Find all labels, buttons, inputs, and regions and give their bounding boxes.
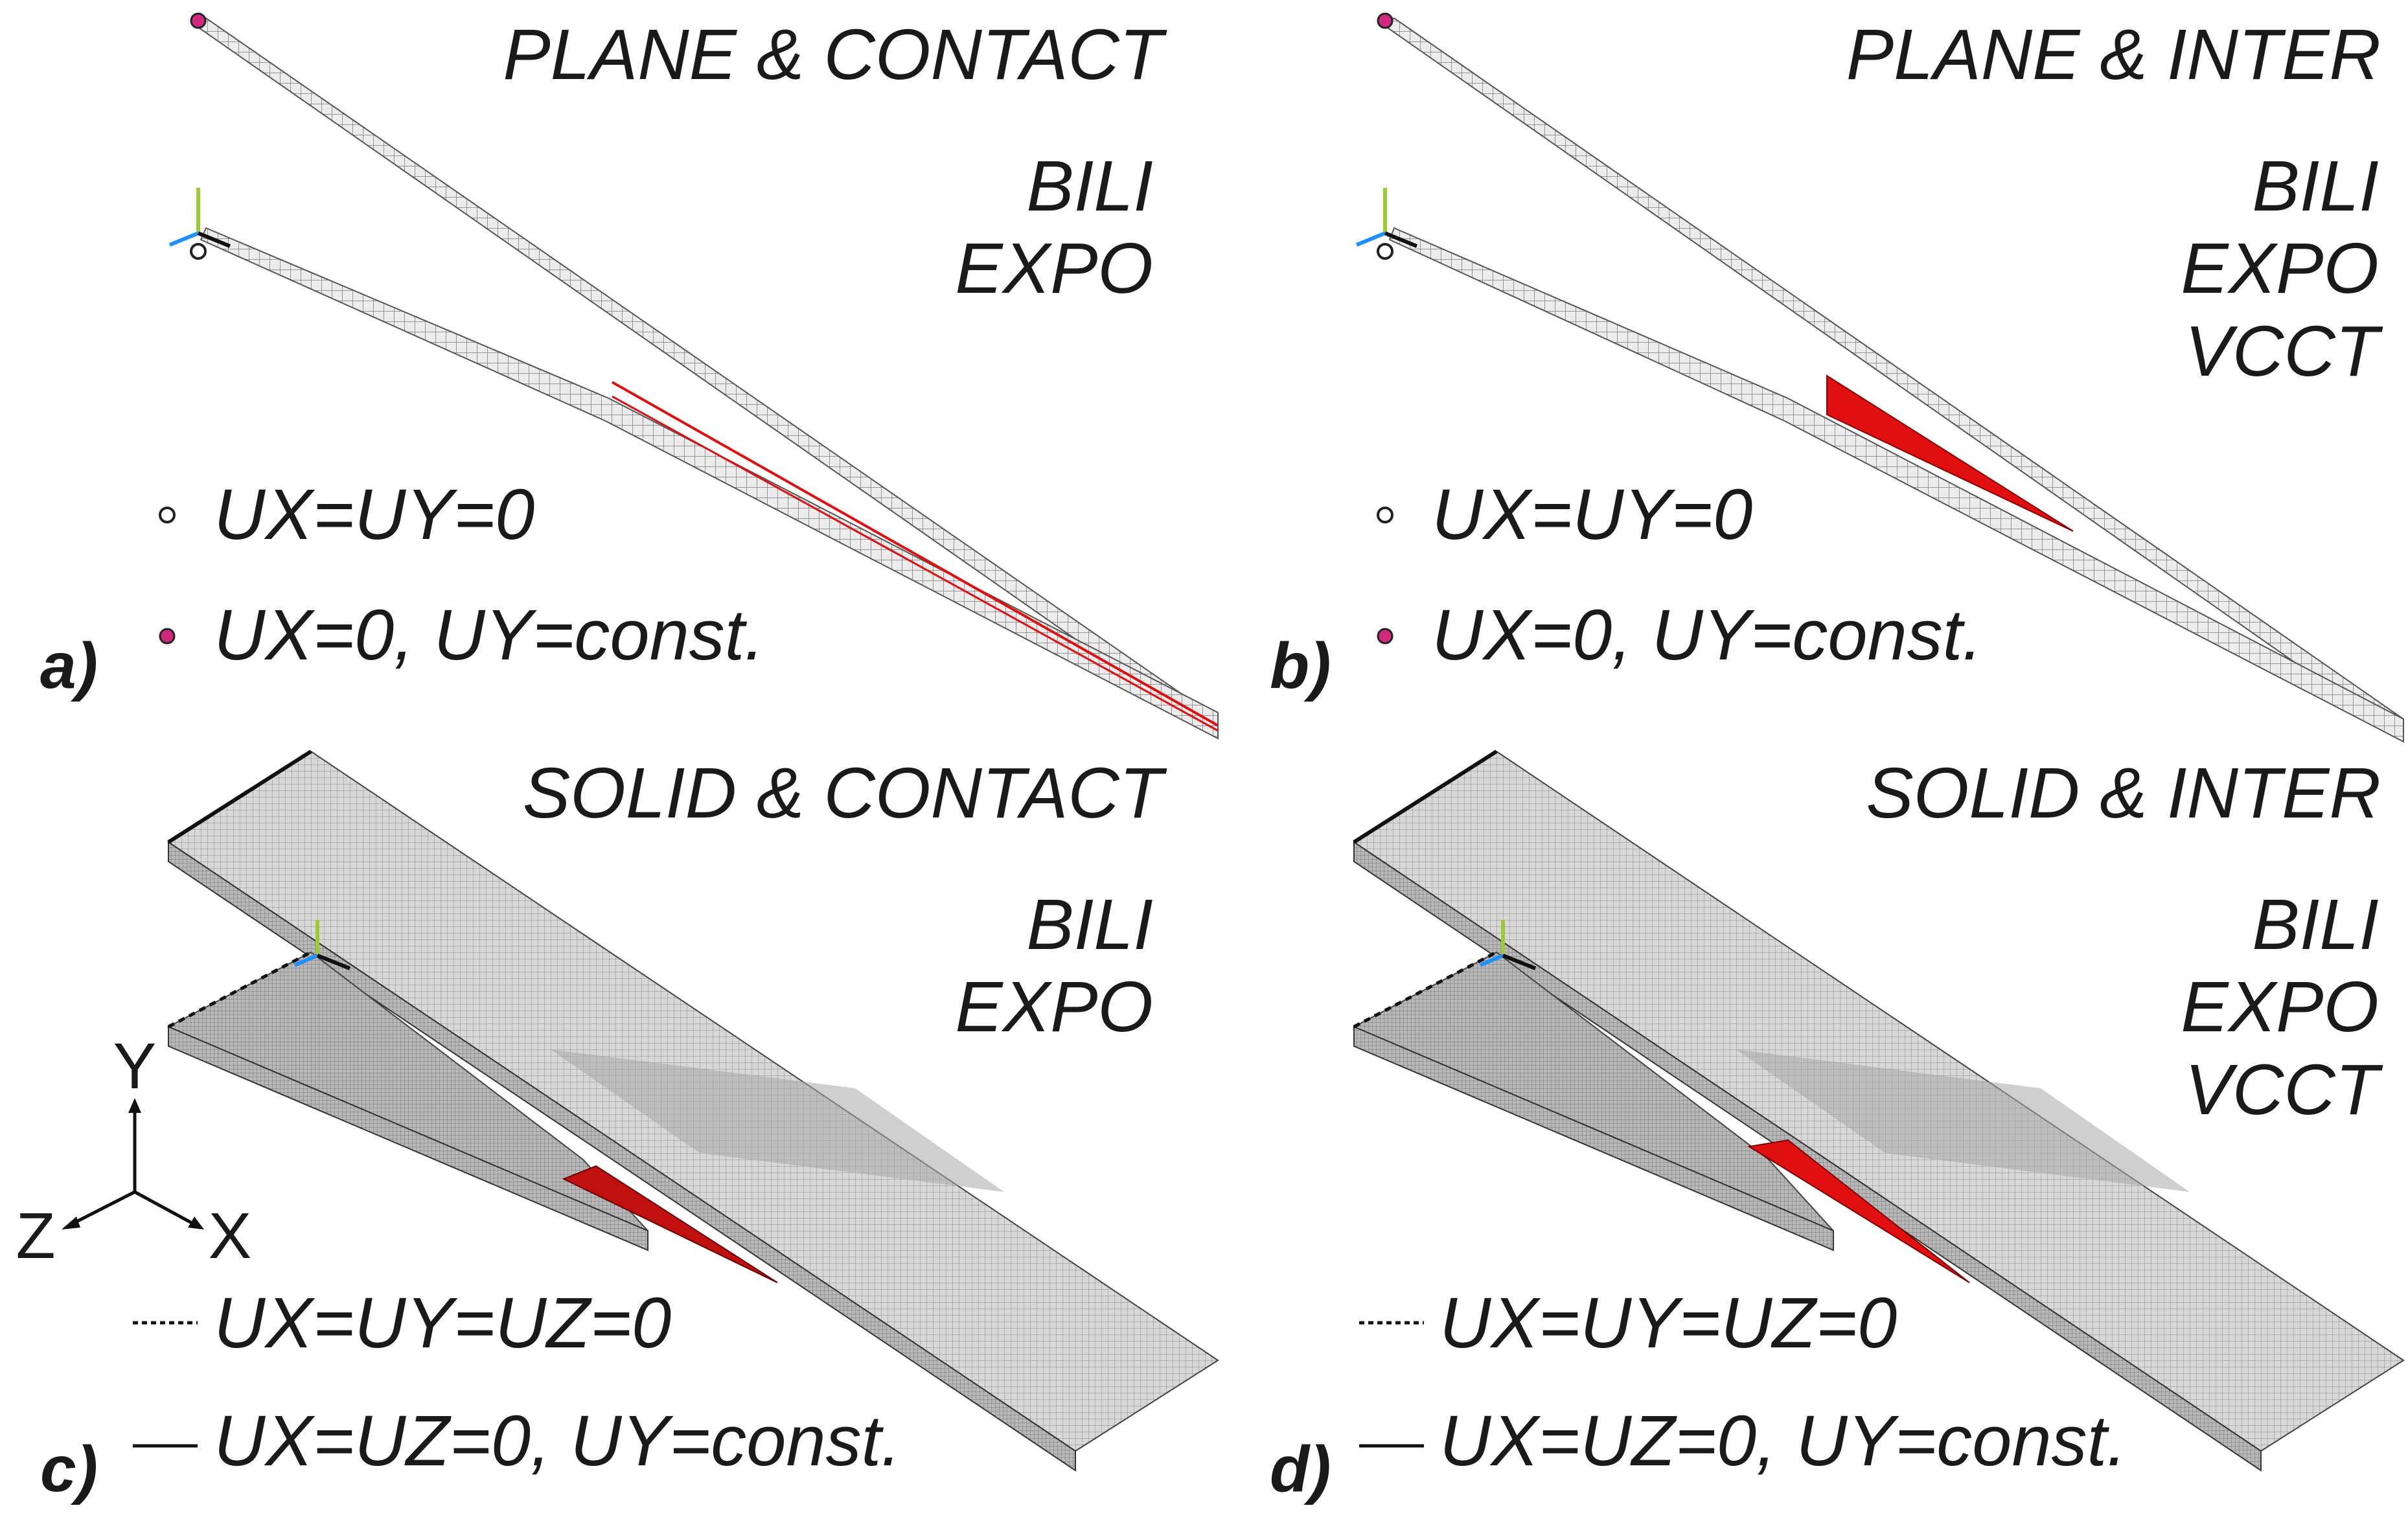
panel-c-title: SOLID & CONTACT [523, 753, 1167, 833]
lower-arm-side-face [1353, 1025, 1834, 1252]
crack-contact-line [612, 381, 1219, 727]
panel-b-method-2: EXPO [2181, 229, 2379, 308]
panel-c-label: c) [40, 1433, 98, 1505]
panel-b-label: b) [1270, 630, 1331, 702]
triad-icon [168, 188, 231, 248]
panel-a-condition-loaded: UX=0, UY=const. [214, 595, 764, 675]
legend-loaded-node-icon [1377, 628, 1393, 645]
axis-x-label: X [209, 1200, 252, 1272]
axis-z-label: Z [16, 1200, 55, 1272]
panel-d-title: SOLID & INTER [1866, 753, 2381, 833]
fixed-edge-line [167, 950, 312, 1029]
panel-a-label: a) [40, 630, 98, 702]
panel-d-method-2: EXPO [2181, 967, 2379, 1047]
legend-fixed-node-icon [1377, 507, 1393, 523]
panel-d-condition-fixed: UX=UY=UZ=0 [1439, 1283, 1897, 1363]
fixed-node-marker [190, 243, 207, 260]
upper-arm-side-face [168, 841, 1076, 1472]
fixed-node-marker [1377, 243, 1393, 260]
panel-c-method-2: EXPO [955, 967, 1153, 1047]
panel-a-condition-fixed: UX=UY=0 [214, 475, 534, 555]
panel-b-condition-loaded: UX=0, UY=const. [1432, 595, 1982, 675]
panel-a: PLANE & CONTACT BILI EXPO UX=UY=0 UX=0, … [40, 12, 1219, 740]
panel-d-method-3: VCCT [2185, 1050, 2383, 1130]
panel-d-method-1: BILI [2252, 885, 2379, 965]
panel-c: Y Z X SOLID & CONTACT BILI EXPO UX=UY=UZ… [16, 749, 1219, 1505]
panel-c-condition-loaded: UX=UZ=0, UY=const. [214, 1401, 901, 1481]
triad-icon [1355, 188, 1418, 248]
triad-icon [1479, 920, 1537, 970]
contact-crack-region [562, 1165, 778, 1283]
triad-icon [293, 920, 351, 970]
panel-c-method-1: BILI [1026, 885, 1153, 965]
lower-arm-side-face [168, 1025, 648, 1252]
legend-loaded-node-icon [159, 628, 176, 645]
loaded-edge-line [167, 749, 312, 844]
axis-y-label: Y [113, 1030, 157, 1103]
panel-b: PLANE & INTER BILI EXPO VCCT UX=UY=0 UX=… [1270, 12, 2404, 743]
panel-d-condition-loaded: UX=UZ=0, UY=const. [1439, 1401, 2127, 1481]
panel-c-condition-fixed: UX=UY=UZ=0 [214, 1283, 671, 1363]
fixed-edge-line [1353, 950, 1498, 1029]
panel-a-method-2: EXPO [955, 229, 1153, 308]
loaded-edge-line [1353, 749, 1498, 844]
panel-b-method-3: VCCT [2185, 312, 2383, 391]
interface-elements-region [1826, 374, 2074, 532]
panel-b-method-1: BILI [2252, 146, 2379, 226]
coordinate-axes-icon [62, 1098, 204, 1229]
crack-contact-line-2 [612, 395, 1219, 732]
legend-fixed-node-icon [159, 507, 176, 523]
panel-b-title: PLANE & INTER [1846, 15, 2381, 95]
lower-arm-mesh [200, 227, 1219, 740]
mesh-transition-band [1736, 1049, 2190, 1192]
panel-d: SOLID & INTER BILI EXPO VCCT UX=UY=UZ=0 … [1270, 749, 2405, 1505]
loaded-node-marker [190, 12, 207, 29]
lower-arm-mesh [1388, 227, 2404, 743]
loaded-node-marker [1377, 12, 1393, 29]
panel-a-method-1: BILI [1026, 146, 1153, 226]
panel-d-label: d) [1270, 1433, 1331, 1505]
interface-elements-region [1747, 1139, 1970, 1283]
panel-b-condition-fixed: UX=UY=0 [1432, 475, 1752, 555]
mesh-transition-band [551, 1049, 1004, 1192]
panel-a-title: PLANE & CONTACT [503, 15, 1167, 95]
